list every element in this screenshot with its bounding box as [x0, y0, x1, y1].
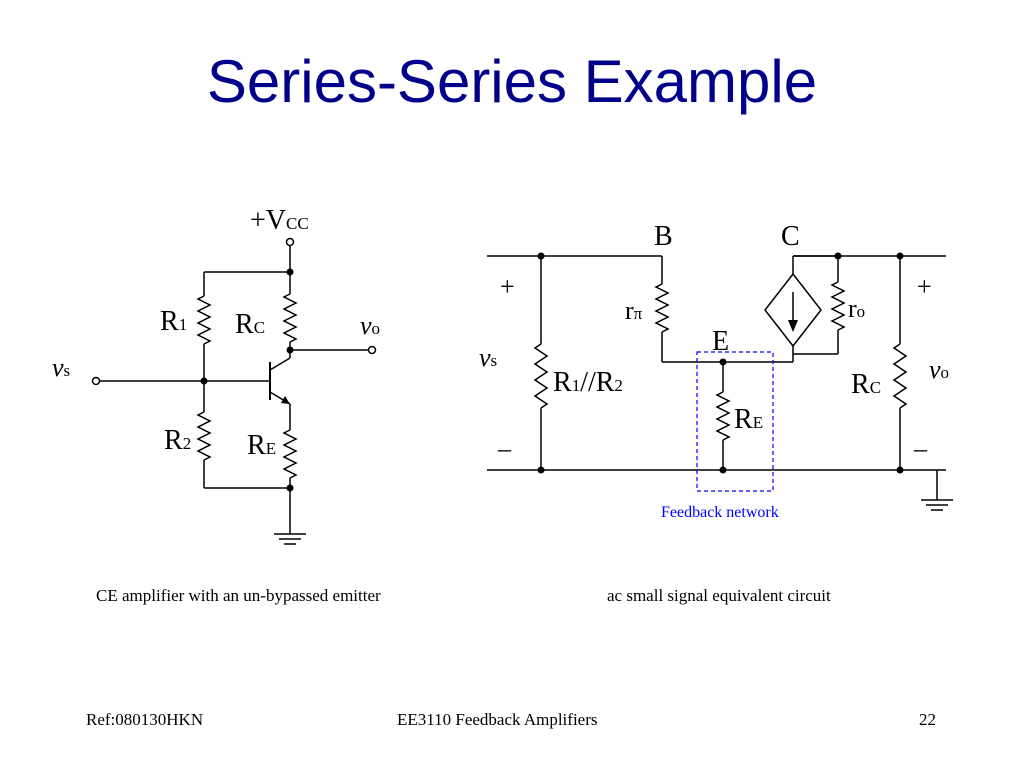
- plus-left-label: +: [500, 272, 515, 301]
- left-caption: CE amplifier with an un-bypassed emitter: [96, 586, 381, 605]
- re-resistor: [282, 429, 298, 479]
- slide-title: Series-Series Example: [206, 48, 818, 115]
- feedback-network-box: [696, 351, 774, 492]
- r12-resistor: [533, 343, 549, 409]
- right-labels: B C E + + – – vs vo rπ ro R1//R2 RC RE F…: [479, 221, 949, 521]
- rpi-resistor: [654, 283, 670, 333]
- rc-label: RC: [851, 369, 881, 400]
- plus-right-label: +: [917, 272, 932, 301]
- r1-label: R1: [160, 306, 187, 337]
- current-arrow-head: [788, 320, 798, 332]
- vo-label: vo: [360, 311, 380, 340]
- feedback-network-label: Feedback network: [661, 504, 779, 521]
- footer-ref: Ref:080130HKN: [86, 710, 204, 729]
- vcc-terminal: [285, 237, 295, 247]
- left-circuit: [91, 237, 377, 545]
- bjt-emitter-arrow: [281, 396, 290, 404]
- re-resistor: [715, 391, 731, 441]
- node-b-label: B: [654, 221, 673, 252]
- r2-resistor: [196, 411, 212, 461]
- minus-right-label: –: [913, 434, 928, 463]
- r1-resistor: [196, 295, 212, 345]
- ro-label: ro: [848, 294, 865, 323]
- r2-label: R2: [164, 425, 191, 456]
- r12-label: R1//R2: [553, 367, 623, 398]
- right-caption: ac small signal equivalent circuit: [607, 586, 831, 605]
- vs-label: vs: [479, 343, 497, 372]
- bjt-collector: [269, 357, 291, 371]
- vo-terminal: [367, 345, 377, 355]
- vcc-label: +VCC: [250, 205, 309, 236]
- re-label: RE: [734, 404, 763, 435]
- re-label: RE: [247, 430, 276, 461]
- node-c-label: C: [781, 221, 800, 252]
- rc-resistor: [282, 293, 298, 343]
- footer-page-number: 22: [919, 710, 936, 729]
- vs-terminal: [91, 376, 101, 386]
- vo-label: vo: [929, 355, 949, 384]
- ro-resistor: [830, 281, 846, 331]
- node-e-label: E: [712, 326, 729, 357]
- right-circuit: [487, 252, 953, 511]
- footer-course: EE3110 Feedback Amplifiers: [397, 710, 598, 729]
- rc-resistor: [892, 343, 908, 409]
- rpi-label: rπ: [625, 296, 643, 325]
- vs-label: vs: [52, 353, 70, 382]
- left-labels: +VCC R1 RC vo vs R2 RE: [52, 205, 380, 461]
- base-node-dot: [200, 377, 208, 385]
- rc-label: RC: [235, 309, 265, 340]
- minus-left-label: –: [497, 434, 512, 463]
